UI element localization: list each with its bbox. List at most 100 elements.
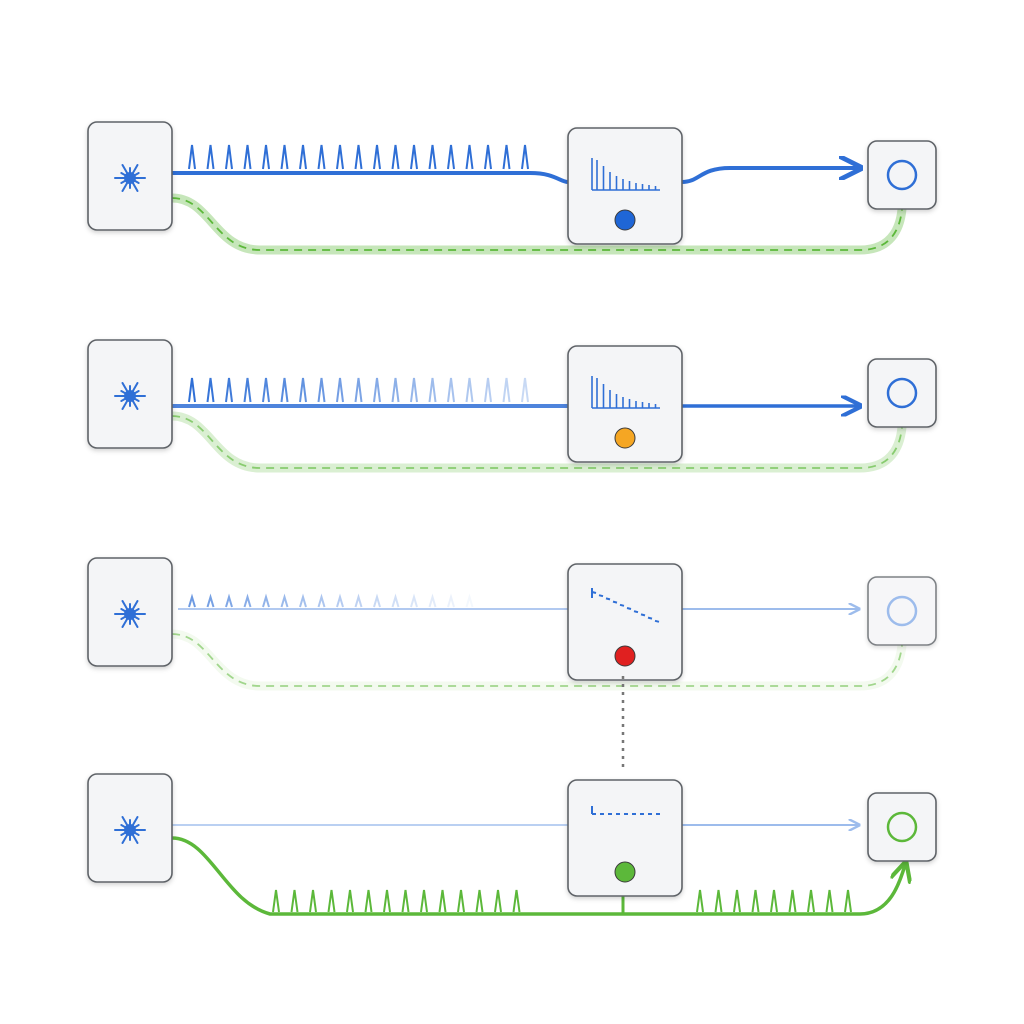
green-pulse (512, 889, 521, 913)
green-pulse (733, 889, 741, 913)
blue-pulse (336, 144, 344, 170)
green-pulse (807, 889, 815, 913)
blue-pulse (410, 593, 418, 608)
backup-path-glow (171, 411, 907, 473)
blue-pulse (317, 377, 326, 403)
circle-target-icon (886, 595, 918, 627)
blue-pulse (225, 144, 233, 170)
laser-burst-icon (114, 382, 146, 410)
row-4 (87, 773, 937, 916)
blue-pulse (484, 377, 492, 403)
laser-burst-icon (114, 164, 146, 192)
blue-pulse (428, 144, 437, 170)
decay-chart-icon (591, 806, 662, 815)
green-pulse (696, 889, 704, 913)
laser-core (124, 390, 136, 402)
chart-dash (598, 594, 604, 598)
monitor-node[interactable] (567, 779, 683, 897)
blue-pulse (391, 593, 400, 608)
blue-pulse (373, 593, 381, 608)
blue-pulse (262, 377, 270, 403)
row-3 (87, 557, 937, 691)
blue-pulse (262, 593, 270, 608)
blue-pulse (336, 593, 344, 608)
backup-path (171, 415, 903, 469)
circle-target-icon (886, 377, 918, 409)
green-pulse (383, 889, 391, 913)
blue-pulse (206, 593, 215, 608)
chart-dash (654, 619, 660, 623)
blue-pulse (206, 144, 215, 170)
chart-dash (605, 597, 611, 601)
row-1 (87, 121, 937, 255)
blue-pulse (465, 377, 474, 403)
receiver-node[interactable] (867, 358, 937, 428)
blue-pulse (428, 593, 437, 608)
blue-pulse (299, 377, 307, 403)
blue-pulse (280, 593, 289, 608)
blue-pulse (484, 144, 492, 170)
blue-pulse (280, 377, 289, 403)
chart-dash (619, 603, 625, 607)
status-indicator (614, 861, 636, 883)
blue-pulse (299, 593, 307, 608)
rows-layer (87, 121, 937, 916)
blue-pulse (188, 377, 196, 403)
blue-pulse (502, 377, 511, 403)
laser-core (124, 172, 136, 184)
primary-path (172, 171, 569, 184)
green-pulse (438, 889, 447, 913)
blue-pulse (521, 144, 529, 170)
circle-target-icon (886, 159, 918, 191)
green-pulse (770, 889, 778, 913)
decay-chart-icon (591, 376, 660, 409)
chart-dash (640, 613, 646, 617)
receiver-node[interactable] (867, 140, 937, 210)
blue-pulse (465, 593, 474, 608)
green-pulse (364, 889, 373, 913)
monitor-node[interactable] (567, 127, 683, 245)
backup-path-glow (171, 193, 907, 255)
chart-dash (633, 610, 639, 614)
circle-target-icon (886, 811, 918, 843)
backup-path-glow (171, 629, 907, 691)
green-pulse (457, 889, 465, 913)
green-pulse (751, 889, 760, 913)
decay-chart-icon (591, 158, 660, 191)
blue-pulse (243, 144, 252, 170)
monitor-node[interactable] (567, 345, 683, 463)
blue-pulse (336, 377, 344, 403)
green-pulse (714, 889, 723, 913)
receiver-node[interactable] (867, 792, 937, 862)
blue-pulse (447, 593, 455, 608)
green-pulse (844, 889, 852, 913)
blue-pulse (317, 144, 326, 170)
backup-path (171, 633, 903, 687)
green-pulse (309, 889, 317, 913)
blue-pulse (280, 144, 289, 170)
green-pulse (327, 889, 336, 913)
receiver-node[interactable] (867, 576, 937, 646)
blue-pulse (225, 377, 233, 403)
monitor-node[interactable] (567, 563, 683, 681)
blue-pulse (391, 144, 400, 170)
decay-chart-icon (591, 588, 660, 623)
primary-out (681, 168, 858, 184)
green-pulse (401, 889, 410, 913)
blue-pulse (465, 144, 474, 170)
green-pulse (290, 889, 299, 913)
blue-pulse (410, 144, 418, 170)
blue-pulse (188, 593, 196, 608)
status-indicator (614, 645, 636, 667)
row-2 (87, 339, 937, 473)
blue-pulse (262, 144, 270, 170)
green-pulse (420, 889, 428, 913)
backup-path (171, 836, 905, 916)
laser-core (124, 824, 136, 836)
blue-pulse (521, 377, 529, 403)
blue-pulse (299, 144, 307, 170)
blue-pulse (354, 593, 363, 608)
laser-burst-icon (114, 816, 146, 844)
blue-pulse (225, 593, 233, 608)
